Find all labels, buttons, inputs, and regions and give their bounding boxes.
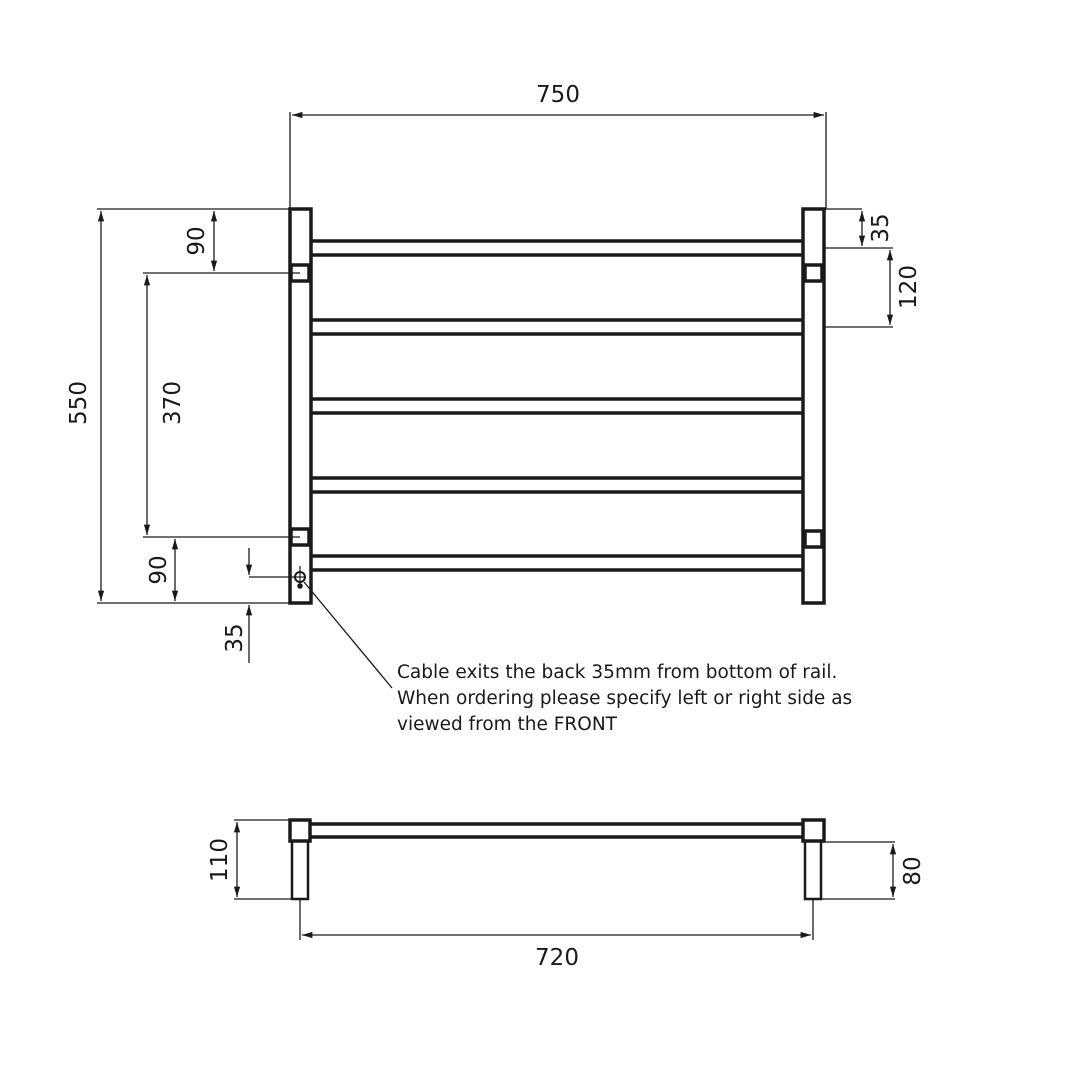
dim-720-label: 720 bbox=[535, 945, 579, 971]
dim-120-label: 120 bbox=[896, 265, 922, 309]
dim-110-label: 110 bbox=[207, 838, 233, 882]
dim-80-label: 80 bbox=[900, 856, 926, 885]
cable-note-line-1: Cable exits the back 35mm from bottom of… bbox=[397, 662, 838, 683]
plan-cap-left bbox=[288, 818, 312, 843]
cable-note-line-3: viewed from the FRONT bbox=[397, 714, 617, 735]
dim-370-label: 370 bbox=[160, 381, 186, 425]
cable-note-line-2: When ordering please specify left or rig… bbox=[397, 688, 853, 709]
right-upright bbox=[801, 207, 826, 605]
dim-550-label: 550 bbox=[66, 381, 92, 425]
left-upright bbox=[288, 207, 313, 605]
bracket-top-right bbox=[803, 263, 824, 283]
bracket-bottom-right bbox=[803, 529, 824, 549]
front-view bbox=[97, 111, 894, 689]
dim-90-bottom-label: 90 bbox=[146, 555, 172, 584]
plan-cap-right bbox=[801, 818, 826, 843]
note-leader-line bbox=[303, 581, 393, 689]
dim-750-label: 750 bbox=[536, 82, 580, 108]
plan-standoff-right bbox=[803, 839, 823, 901]
dim-90-top-label: 90 bbox=[184, 226, 210, 255]
cable-note: Cable exits the back 35mm from bottom of… bbox=[397, 660, 857, 738]
towel-bars bbox=[311, 239, 803, 572]
plan-view bbox=[233, 818, 897, 940]
dim-35-cable-label: 35 bbox=[222, 623, 248, 652]
plan-standoff-left bbox=[290, 839, 310, 901]
dim-35-right-label: 35 bbox=[868, 213, 894, 242]
